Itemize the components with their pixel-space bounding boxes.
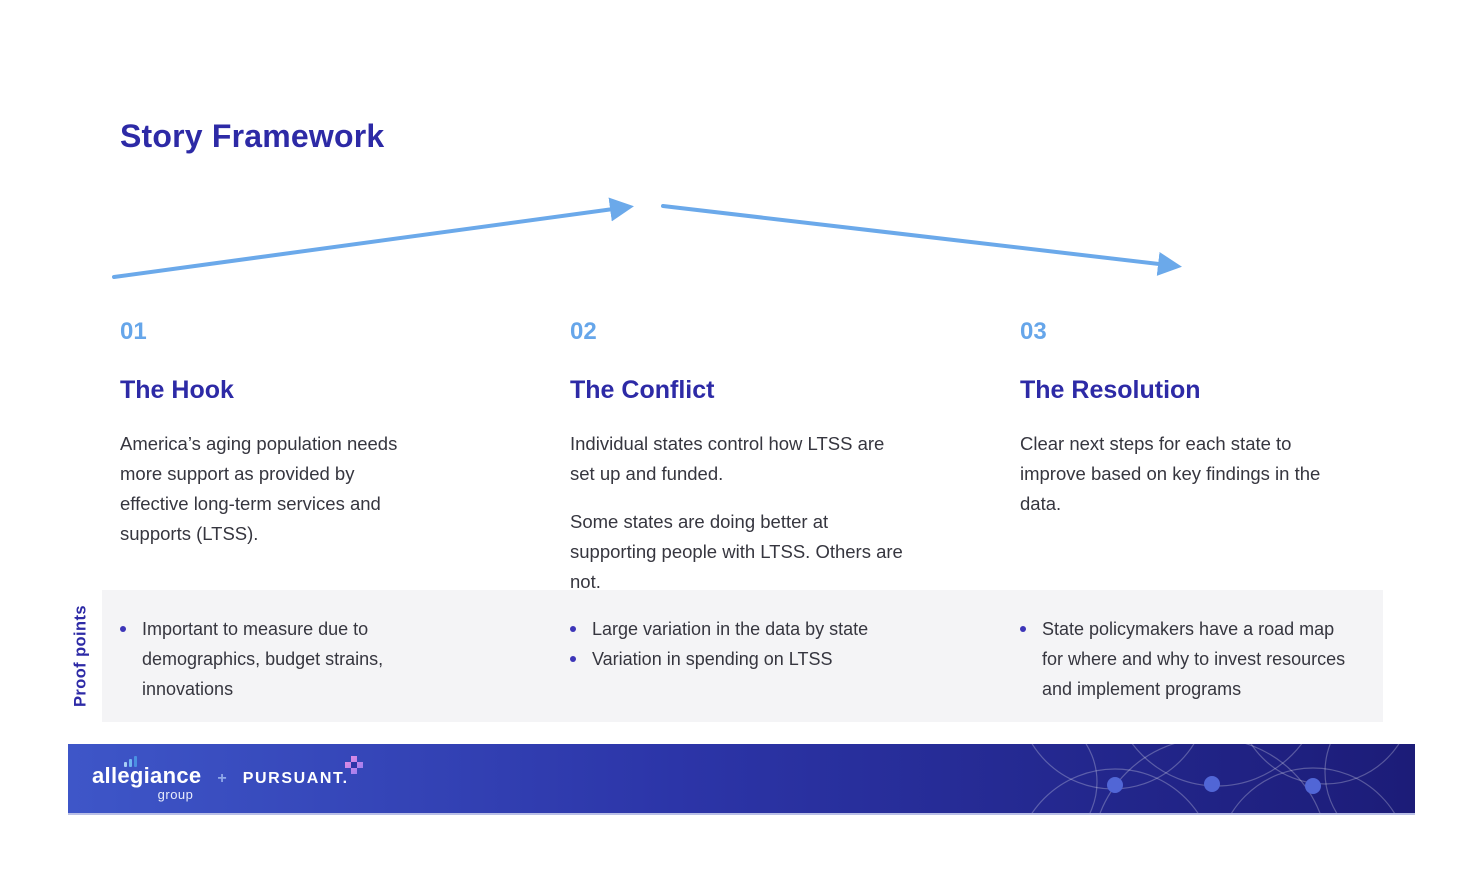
proof-points-column-hook: Important to measure due to demographics… xyxy=(120,614,490,704)
step-column-hook: 01 The Hook America’s aging population n… xyxy=(120,318,490,615)
allegiance-logo-bars-icon xyxy=(124,755,137,767)
brand-lockup: allegiance group + PURSUANT. xyxy=(92,755,363,802)
proof-points-label: Proof points xyxy=(71,605,90,707)
proof-points-grid: Important to measure due to demographics… xyxy=(120,614,1390,704)
step-paragraph: Clear next steps for each state to impro… xyxy=(1020,433,1321,514)
proof-point-item: Important to measure due to demographics… xyxy=(120,614,490,704)
step-column-resolution: 03 The Resolution Clear next steps for e… xyxy=(1020,318,1390,615)
proof-point-text: State policymakers have a road map for w… xyxy=(1042,619,1346,699)
step-number: 03 xyxy=(1020,318,1047,345)
network-pattern xyxy=(1031,744,1400,813)
pursuant-logo: PURSUANT. xyxy=(242,755,363,788)
step-heading: The Resolution xyxy=(1020,376,1201,404)
pursuant-wordmark: PURSUANT. xyxy=(242,769,349,787)
proof-point-item: Large variation in the data by state xyxy=(570,614,940,644)
step-heading: The Conflict xyxy=(570,376,715,404)
proof-points-column-resolution: State policymakers have a road map for w… xyxy=(1020,614,1390,704)
allegiance-group-text: group xyxy=(157,786,194,802)
step-paragraph: Individual states control how LTSS are s… xyxy=(570,433,885,484)
allegiance-logo: allegiance group xyxy=(92,755,202,802)
proof-point-text: Important to measure due to demographics… xyxy=(142,619,384,699)
step-number: 01 xyxy=(120,318,147,345)
step-paragraph: America’s aging population needs more su… xyxy=(120,433,398,544)
brand-plus-separator: + xyxy=(217,769,227,787)
proof-points-band: Important to measure due to demographics… xyxy=(102,590,1383,722)
proof-point-text: Variation in spending on LTSS xyxy=(592,649,833,669)
proof-point-text: Large variation in the data by state xyxy=(592,619,869,639)
step-column-conflict: 02 The Conflict Individual states contro… xyxy=(570,318,940,615)
step-heading: The Hook xyxy=(120,376,234,404)
steps-row: 01 The Hook America’s aging population n… xyxy=(120,318,1390,615)
story-arc-arrow xyxy=(112,197,1182,279)
proof-points-column-conflict: Large variation in the data by state Var… xyxy=(570,614,940,704)
pursuant-plus-icon xyxy=(344,755,363,774)
bullet-dot-icon xyxy=(120,626,126,632)
bullet-dot-icon xyxy=(570,626,576,632)
step-paragraph: Some states are doing better at supporti… xyxy=(570,511,903,592)
bullet-dot-icon xyxy=(1020,626,1026,632)
footer-bar: allegiance group + PURSUANT. xyxy=(68,744,1415,815)
proof-point-item: Variation in spending on LTSS xyxy=(570,644,940,674)
allegiance-wordmark: allegiance xyxy=(92,762,202,788)
step-number: 02 xyxy=(570,318,597,345)
proof-point-item: State policymakers have a road map for w… xyxy=(1020,614,1390,704)
bullet-dot-icon xyxy=(570,656,576,662)
page-title: Story Framework xyxy=(120,118,385,154)
